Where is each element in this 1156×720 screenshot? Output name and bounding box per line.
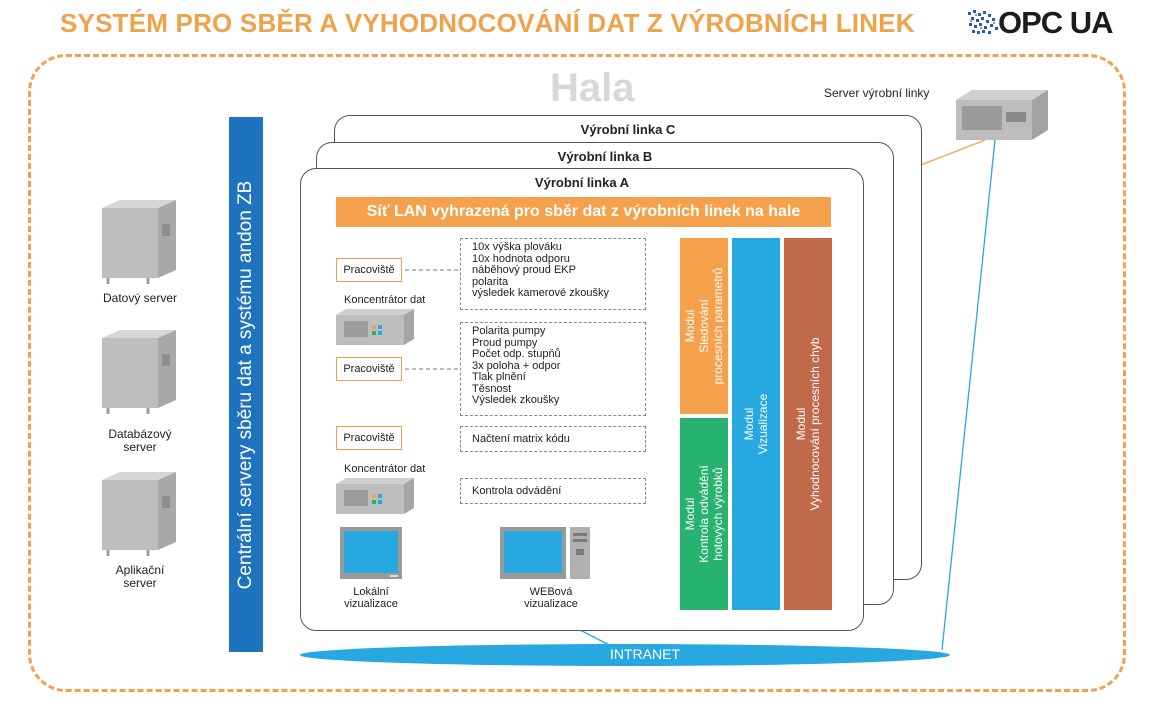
lan-bar: Síť LAN vyhrazená pro sběr dat z výrobní… <box>336 197 831 227</box>
database-server-label: Databázový server <box>108 427 172 454</box>
hall-boundary <box>28 54 1126 692</box>
data-item: Počet odp. stupňů <box>472 348 561 360</box>
intranet-ellipse <box>300 644 950 666</box>
application-server-label: Aplikační server <box>115 563 165 590</box>
module-visualization: Modul Vizualizace <box>732 238 780 610</box>
opc-ua-logo: OPC UA <box>968 5 1118 40</box>
line-c-title: Výrobní linka C <box>580 122 676 137</box>
concentrator-1-label: Koncentrátor dat <box>344 294 426 306</box>
logo-mesh-icon <box>968 10 998 34</box>
concentrator-1-icon <box>336 309 414 345</box>
data-item: náběhový proud EKP <box>472 264 576 276</box>
data-server-icon <box>102 200 176 284</box>
data-box-4: Kontrola odvádění <box>460 478 646 504</box>
data-item: polarita <box>472 275 509 288</box>
data-item: 10x hodnota odporu <box>472 252 570 265</box>
data-item: Těsnost <box>472 382 512 395</box>
production-server-label: Server výrobní linky <box>824 86 930 100</box>
local-visualization-label: Lokální vizualizace <box>344 586 398 610</box>
workstation-1: Pracoviště <box>336 258 402 282</box>
data-box-1: 10x výška plováku 10x hodnota odporu náb… <box>460 238 646 310</box>
module-process-parameters: Modul Sledování procesních parametrů <box>680 238 728 414</box>
logo-text: OPC UA <box>998 5 1114 40</box>
module-error-evaluation: Modul Vyhodnocování procesních chyb <box>784 238 832 610</box>
data-item: výsledek kamerové zkoušky <box>472 287 609 299</box>
line-a-title: Výrobní linka A <box>534 175 630 190</box>
web-workstation-icon <box>500 527 590 579</box>
module-process-parameters-label: Modul Sledování procesních parametrů <box>683 267 725 385</box>
module-visualization-label: Modul Vizualizace <box>742 393 770 455</box>
module-output-control: Modul Kontrola odvádění hotových výrobků <box>680 418 728 610</box>
intranet-label: INTRANET <box>610 646 680 662</box>
web-visualization-label: WEBová vizualizace <box>524 586 578 610</box>
data-item: Výsledek zkoušky <box>472 394 560 406</box>
workstation-2: Pracoviště <box>336 357 402 381</box>
module-error-evaluation-label: Modul Vyhodnocování procesních chyb <box>794 337 822 511</box>
data-item: Tlak plnění <box>472 371 526 383</box>
central-servers-bar: Centrální servery sběru dat a systému an… <box>229 117 263 652</box>
workstation-3: Pracoviště <box>336 426 402 450</box>
data-item: Proud pumpy <box>472 336 538 349</box>
data-item: 3x poloha + odpor <box>472 359 561 372</box>
concentrator-2-icon <box>336 478 414 514</box>
database-server-icon <box>102 330 176 414</box>
hall-label: Hala <box>550 66 635 110</box>
server-to-intranet-line <box>941 139 996 651</box>
data-item: Načtení matrix kódu <box>472 433 570 445</box>
production-server-icon <box>956 90 1048 140</box>
page-title: SYSTÉM PRO SBĚR A VYHODNOCOVÁNÍ DAT Z VÝ… <box>60 8 915 38</box>
data-item: Polarita pumpy <box>472 325 546 337</box>
data-box-3: Načtení matrix kódu <box>460 426 646 452</box>
concentrator-2-label: Koncentrátor dat <box>344 463 426 475</box>
data-item: Kontrola odvádění <box>472 485 562 497</box>
local-monitor-icon <box>340 527 402 579</box>
line-b-title: Výrobní linka B <box>557 149 653 164</box>
module-output-control-label: Modul Kontrola odvádění hotových výrobků <box>683 465 725 563</box>
application-server-icon <box>102 472 176 556</box>
data-server-label: Datový server <box>102 291 178 305</box>
data-box-2: Polarita pumpy Proud pumpy Počet odp. st… <box>460 322 646 416</box>
data-item: 10x výška plováku <box>472 241 562 253</box>
